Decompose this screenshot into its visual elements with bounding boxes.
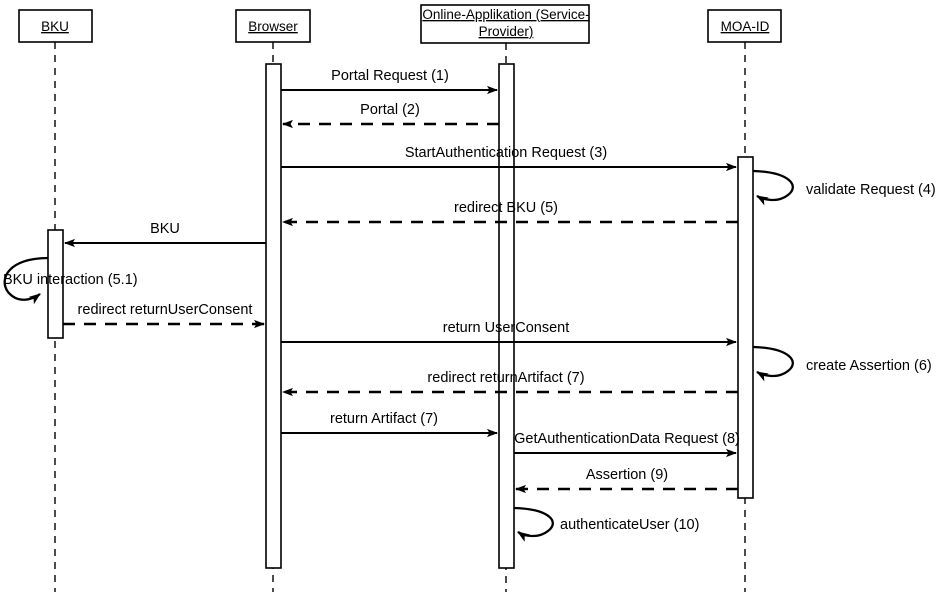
message-label: redirect BKU (5) (454, 200, 558, 216)
activation-bku (47, 229, 64, 339)
message-getauthenticationdata-request[interactable]: GetAuthenticationData Request (8) (514, 431, 740, 458)
message-label: GetAuthenticationData Request (8) (514, 431, 740, 447)
lifeline-box-oa[interactable] (420, 4, 590, 44)
lifeline-label-bku: BKU (41, 19, 69, 34)
message-label: Portal (2) (360, 102, 420, 118)
lifeline-header-boxes: BKU Browser Online-Applikation (Service-… (18, 4, 782, 44)
self-loop-path (513, 506, 554, 542)
self-loop-path (3, 256, 49, 305)
lifeline-label-oa-line2: Provider) (479, 24, 534, 39)
message-label: StartAuthentication Request (3) (405, 145, 607, 161)
message-label: redirect returnUserConsent (78, 302, 253, 318)
message-redirect-returnartifact[interactable]: redirect returnArtifact (7) (282, 370, 738, 397)
message-label: redirect returnArtifact (7) (427, 370, 584, 386)
message-return-userconsent[interactable]: return UserConsent (281, 320, 737, 347)
lifeline-label-oa-line1: Online-Applikation (Service- (422, 7, 589, 22)
lifeline-label-browser: Browser (248, 19, 298, 34)
message-label: BKU interaction (5.1) (3, 272, 138, 288)
self-loop-path (752, 345, 794, 382)
message-label: Assertion (9) (586, 467, 668, 483)
message-bku-interaction[interactable]: BKU interaction (5.1) (3, 256, 138, 305)
message-label: create Assertion (6) (806, 358, 932, 374)
activation-moaid (737, 156, 754, 499)
activation-oa (498, 63, 515, 569)
message-startauthentication-request[interactable]: StartAuthentication Request (3) (281, 145, 737, 172)
lifeline-box-moaid[interactable] (707, 9, 782, 43)
message-authenticateuser[interactable]: authenticateUser (10) (513, 506, 699, 542)
lifeline-box-bku[interactable] (18, 9, 93, 43)
activation-browser (265, 63, 282, 569)
message-label: BKU (150, 221, 180, 237)
message-label: Portal Request (1) (331, 68, 449, 84)
message-bku[interactable]: BKU (64, 221, 266, 248)
message-create-assertion[interactable]: create Assertion (6) (752, 345, 932, 382)
self-loop-path (752, 169, 794, 206)
message-validate-request[interactable]: validate Request (4) (752, 169, 936, 206)
message-label: authenticateUser (10) (560, 517, 699, 533)
message-return-artifact[interactable]: return Artifact (7) (281, 411, 498, 438)
lifeline-label-moaid: MOA-ID (721, 19, 770, 34)
message-assertion[interactable]: Assertion (9) (515, 467, 738, 494)
lifeline-box-browser[interactable] (235, 9, 311, 43)
message-label: validate Request (4) (806, 182, 936, 198)
message-portal-request[interactable]: Portal Request (1) (281, 68, 498, 95)
message-portal-response[interactable]: Portal (2) (282, 102, 499, 129)
activation-bars (47, 63, 754, 569)
message-redirect-returnuserconsent[interactable]: redirect returnUserConsent (63, 302, 265, 329)
message-redirect-bku[interactable]: redirect BKU (5) (282, 200, 738, 227)
message-label: return Artifact (7) (330, 411, 438, 427)
message-label: return UserConsent (443, 320, 570, 336)
